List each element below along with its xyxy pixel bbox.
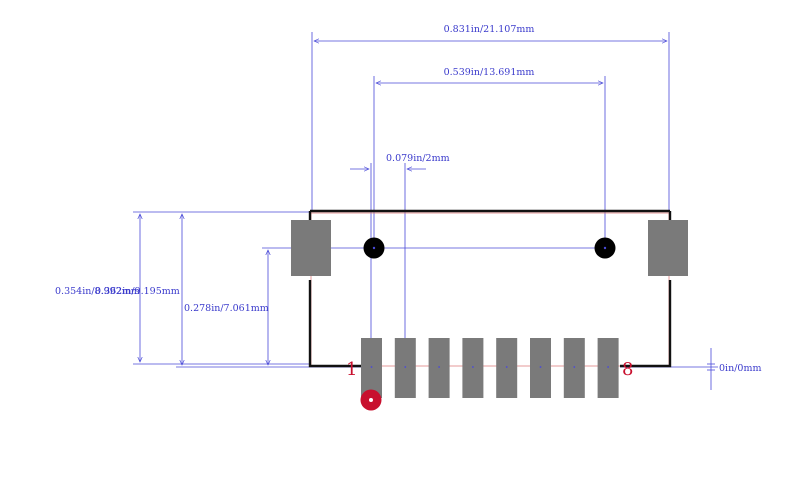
pad-center-mark (505, 366, 508, 368)
silkscreen-outline-left (308, 280, 362, 368)
signal-pad (597, 338, 619, 398)
hole-center-mark (372, 246, 376, 250)
body-outline (308, 209, 672, 368)
pad-center-mark (370, 366, 373, 368)
signal-pads (361, 338, 619, 398)
label-total-width: 0.831in/21.107mm (444, 24, 535, 35)
mounting-pad-right (648, 220, 688, 276)
mounting-pad-left (291, 220, 331, 276)
pad-center-mark (573, 366, 576, 368)
pin1-marker-center (369, 398, 373, 402)
pad-center-mark (472, 366, 474, 368)
hole-center-mark (603, 246, 607, 250)
label-height-inner: 0.278in/7.061mm (184, 303, 269, 314)
signal-pad (563, 338, 585, 398)
label-height-outer: 0.354in/8.992mm (55, 286, 140, 297)
label-pitch: 0.079in/2mm (386, 153, 450, 164)
label-inner-width: 0.539in/13.691mm (444, 67, 535, 78)
label-zero-offset: 0in/0mm (719, 363, 761, 374)
label-height-mid: 0.362in/9.195mm (95, 286, 180, 297)
signal-pad (462, 338, 484, 398)
signal-pad (496, 338, 518, 398)
signal-pad (428, 338, 450, 398)
signal-pad (530, 338, 551, 398)
pad-center-mark (607, 366, 609, 368)
pad-center-mark (539, 366, 542, 368)
signal-pad (394, 338, 416, 398)
pad-center-mark (438, 366, 440, 368)
silkscreen-outline-right (620, 280, 672, 368)
pin-label-last: 8 (622, 359, 633, 380)
signal-pad (361, 338, 382, 398)
pad-center-mark (404, 366, 407, 368)
pin-label-first: 1 (346, 359, 357, 380)
